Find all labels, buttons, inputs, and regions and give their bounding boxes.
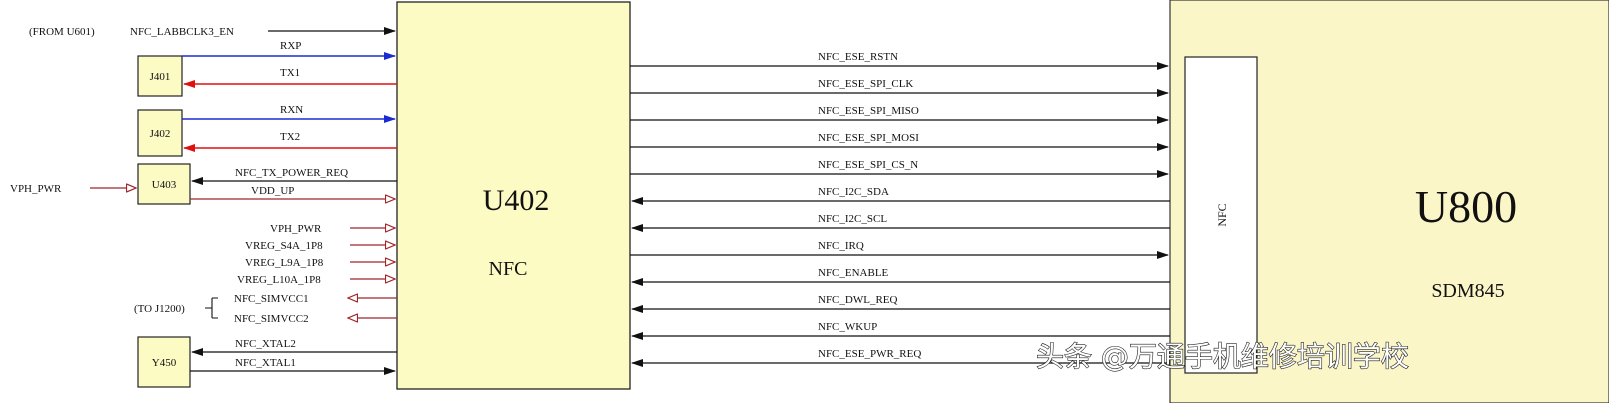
label-vdd-up: VDD_UP (251, 185, 294, 197)
connector-j402 (137, 109, 183, 157)
label-rxp: RXP (280, 40, 301, 52)
chip-u402 (396, 1, 631, 390)
soc-nfc-port-label: NFC (1215, 203, 1229, 226)
label-nfc-ese-pwr-req: NFC_ESE_PWR_REQ (818, 348, 921, 360)
soc-model: SDM845 (1431, 280, 1504, 302)
label-tx2: TX2 (280, 131, 300, 143)
bracket-to-j1200 (205, 297, 218, 319)
label-nfc-ese-rstn: NFC_ESE_RSTN (818, 51, 898, 63)
chip-u403-label: U403 (152, 179, 177, 191)
right-signal-bus: NFC_ESE_RSTN NFC_ESE_SPI_CLK NFC_ESE_SPI_M… (630, 51, 1170, 367)
chip-u402-name: U402 (483, 184, 550, 217)
label-nfc-wkup: NFC_WKUP (818, 321, 877, 333)
label-nfc-simvcc2: NFC_SIMVCC2 (234, 313, 309, 325)
label-vreg-s4a: VREG_S4A_1P8 (245, 240, 323, 252)
soc-name: U800 (1415, 181, 1517, 232)
label-rxn: RXN (280, 104, 303, 116)
label-nfc-ese-spi-cs-n: NFC_ESE_SPI_CS_N (818, 159, 918, 171)
label-nfc-i2c-scl: NFC_I2C_SCL (818, 213, 887, 225)
chip-u402-function: NFC (489, 258, 528, 280)
label-nfc-ese-spi-miso: NFC_ESE_SPI_MISO (818, 105, 919, 117)
label-nfc-dwl-req: NFC_DWL_REQ (818, 294, 898, 306)
label-nfc-simvcc1: NFC_SIMVCC1 (234, 293, 309, 305)
label-nfc-enable: NFC_ENABLE (818, 267, 889, 279)
watermark-text: 头条 @万通手机维修培训学校 (1036, 340, 1409, 373)
label-nfc-irq: NFC_IRQ (818, 240, 864, 252)
label-nfc-ese-spi-clk: NFC_ESE_SPI_CLK (818, 78, 913, 90)
label-nfc-labbclk3-en: NFC_LABBCLK3_EN (130, 26, 234, 38)
crystal-y450 (137, 336, 191, 388)
label-from-u601: (FROM U601) (29, 26, 95, 38)
label-nfc-xtal1: NFC_XTAL1 (235, 357, 296, 369)
label-vreg-l9a: VREG_L9A_1P8 (245, 257, 324, 269)
label-nfc-tx-power-req: NFC_TX_POWER_REQ (235, 167, 348, 179)
soc-nfc-port (1184, 56, 1258, 374)
crystal-y450-label: Y450 (152, 357, 177, 369)
connector-j401 (137, 55, 183, 97)
label-vph-pwr: VPH_PWR (270, 223, 322, 235)
label-tx1: TX1 (280, 67, 300, 79)
label-nfc-xtal2: NFC_XTAL2 (235, 338, 296, 350)
label-to-j1200: (TO J1200) (134, 303, 185, 315)
label-nfc-i2c-sda: NFC_I2C_SDA (818, 186, 889, 198)
label-nfc-ese-spi-mosi: NFC_ESE_SPI_MOSI (818, 132, 919, 144)
chip-u403 (137, 163, 191, 205)
label-vph-pwr-input: VPH_PWR (10, 183, 62, 195)
connector-j401-label: J401 (150, 71, 171, 83)
label-vreg-l10a: VREG_L10A_1P8 (237, 274, 321, 286)
connector-j402-label: J402 (150, 128, 171, 140)
